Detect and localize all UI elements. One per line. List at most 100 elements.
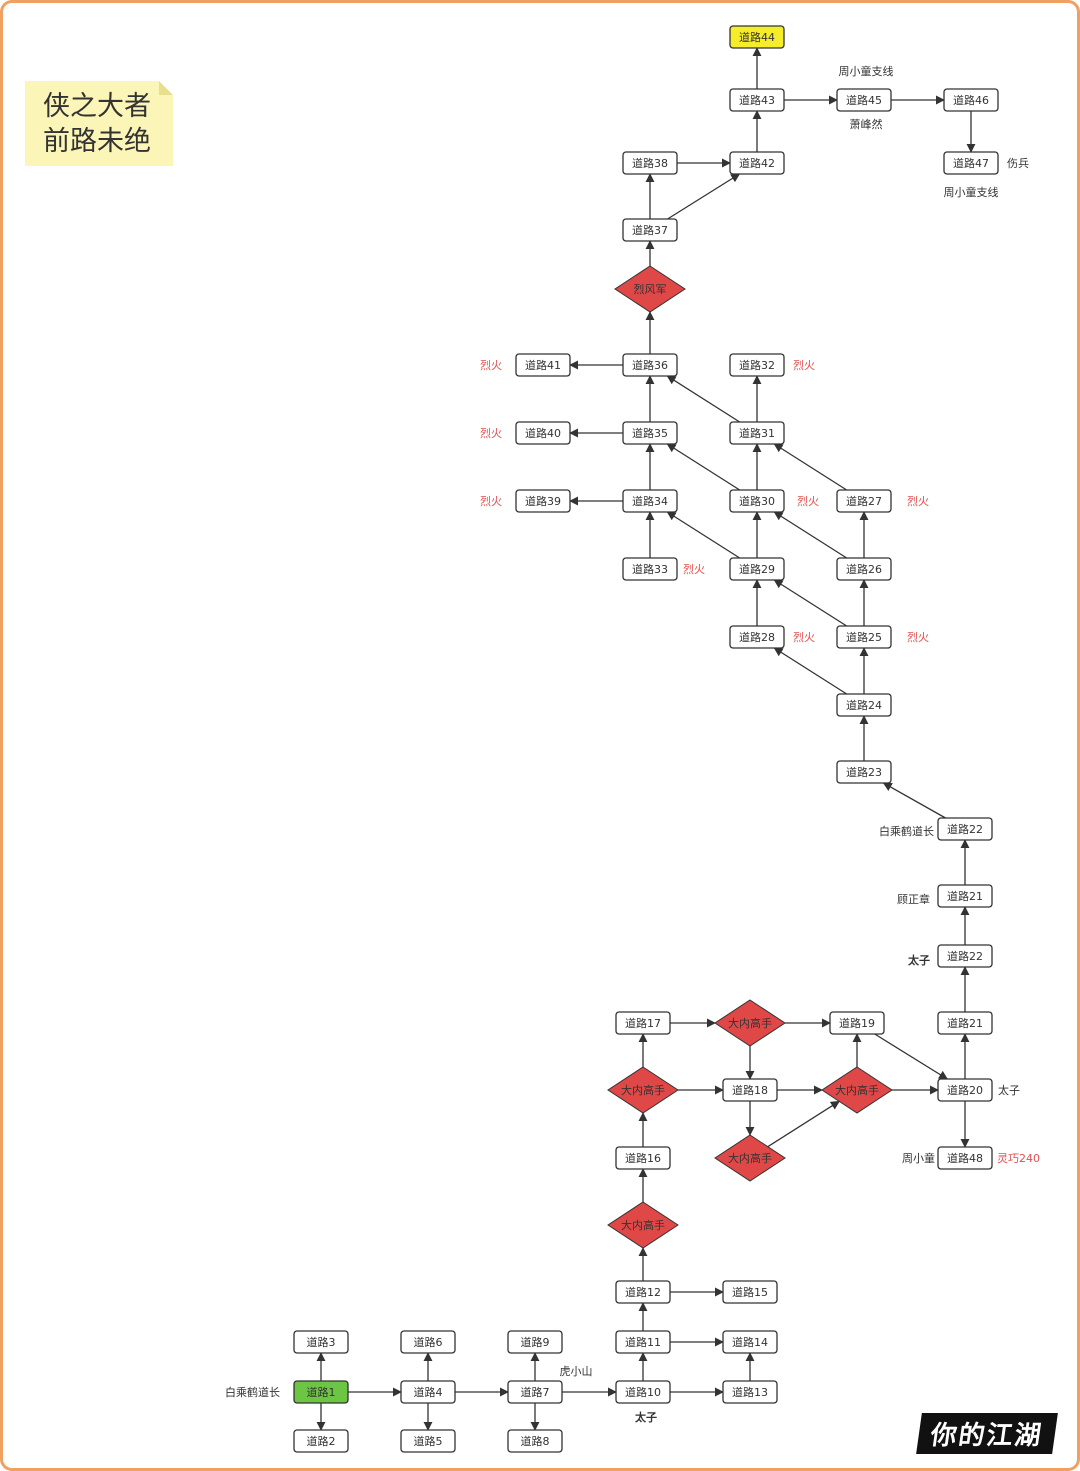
road-node[interactable]: 道路3	[293, 1330, 349, 1354]
node-label: 大内高手	[728, 1016, 772, 1030]
node-label: 道路14	[732, 1335, 768, 1349]
annotation-label: 灵巧240	[997, 1152, 1040, 1165]
edge-n24-n28	[773, 647, 848, 695]
node-label: 道路44	[739, 30, 775, 44]
road-node[interactable]: 道路30	[729, 489, 785, 513]
edge-n29-n34	[666, 511, 741, 559]
road-node[interactable]: 道路4	[400, 1380, 456, 1404]
road-node[interactable]: 道路14	[722, 1330, 778, 1354]
road-node[interactable]: 道路40	[515, 421, 571, 445]
node-label: 道路1	[307, 1385, 336, 1399]
game-logo: 你的江湖	[916, 1413, 1058, 1454]
road-node[interactable]: 道路11	[615, 1330, 671, 1354]
road-node[interactable]: 道路39	[515, 489, 571, 513]
decision-node[interactable]: 大内高手	[607, 1201, 679, 1249]
road-node[interactable]: 道路45	[836, 88, 892, 112]
road-node[interactable]: 道路17	[615, 1011, 671, 1035]
road-node[interactable]: 道路29	[729, 557, 785, 581]
road-node[interactable]: 道路6	[400, 1330, 456, 1354]
decision-node[interactable]: 大内高手	[821, 1066, 893, 1114]
road-node[interactable]: 道路38	[622, 151, 678, 175]
road-node[interactable]: 道路44	[729, 25, 785, 49]
annotation-label: 白乘鹤道长	[225, 1385, 280, 1399]
node-label: 道路19	[839, 1016, 875, 1030]
node-box	[937, 1078, 993, 1102]
road-node[interactable]: 道路5	[400, 1429, 456, 1453]
road-node[interactable]: 道路20	[937, 1078, 993, 1102]
node-label: 道路18	[732, 1083, 768, 1097]
decision-node[interactable]: 大内高手	[714, 999, 786, 1047]
node-label: 道路7	[521, 1385, 550, 1399]
annotation-label: 烈火	[480, 494, 502, 508]
node-label: 大内高手	[621, 1083, 665, 1097]
road-node[interactable]: 道路31	[729, 421, 785, 445]
road-node[interactable]: 道路18	[722, 1078, 778, 1102]
road-node[interactable]: 道路28	[729, 625, 785, 649]
road-node[interactable]: 道路35	[622, 421, 678, 445]
node-box	[722, 1380, 778, 1404]
annotation-label: 烈火	[480, 358, 502, 372]
road-node[interactable]: 道路21	[937, 884, 993, 908]
decision-node[interactable]: 大内高手	[607, 1066, 679, 1114]
road-node[interactable]: 道路9	[507, 1330, 563, 1354]
road-node[interactable]: 道路22	[937, 944, 993, 968]
road-node[interactable]: 道路7	[507, 1380, 563, 1404]
node-label: 道路38	[632, 156, 668, 170]
node-box	[729, 353, 785, 377]
road-node[interactable]: 道路23	[836, 760, 892, 784]
annotation-label: 周小童	[902, 1151, 935, 1165]
node-box	[400, 1330, 456, 1354]
decision-node[interactable]: 大内高手	[714, 1134, 786, 1182]
node-label: 道路35	[632, 426, 668, 440]
road-node[interactable]: 道路10	[615, 1380, 671, 1404]
road-node[interactable]: 道路43	[729, 88, 785, 112]
edge-dD-dC	[767, 1100, 840, 1148]
node-label: 道路32	[739, 358, 775, 372]
node-label: 道路34	[632, 494, 668, 508]
road-node[interactable]: 道路19	[829, 1011, 885, 1035]
node-box	[615, 1146, 671, 1170]
road-node[interactable]: 道路22	[937, 817, 993, 841]
road-node[interactable]: 道路37	[622, 218, 678, 242]
annotation-label: 伤兵	[1007, 157, 1029, 170]
road-node[interactable]: 道路1	[293, 1380, 349, 1404]
decision-node[interactable]: 烈风军	[614, 265, 686, 313]
road-node[interactable]: 道路15	[722, 1280, 778, 1304]
node-box	[937, 944, 993, 968]
road-node[interactable]: 道路46	[943, 88, 999, 112]
road-node[interactable]: 道路26	[836, 557, 892, 581]
sticky-note: 侠之大者 前路未绝	[25, 81, 173, 166]
road-node[interactable]: 道路24	[836, 693, 892, 717]
road-node[interactable]: 道路34	[622, 489, 678, 513]
road-node[interactable]: 道路27	[836, 489, 892, 513]
node-label: 道路17	[625, 1016, 661, 1030]
node-box	[507, 1330, 563, 1354]
node-box	[729, 557, 785, 581]
road-node[interactable]: 道路47	[943, 151, 999, 175]
node-label: 道路46	[953, 93, 989, 107]
annotation-label: 虎小山	[560, 1365, 593, 1378]
road-node[interactable]: 道路16	[615, 1146, 671, 1170]
node-label: 道路16	[625, 1151, 661, 1165]
node-box	[836, 88, 892, 112]
road-node[interactable]: 道路21	[937, 1011, 993, 1035]
node-box	[622, 489, 678, 513]
road-node[interactable]: 道路32	[729, 353, 785, 377]
road-node[interactable]: 道路8	[507, 1429, 563, 1453]
road-node[interactable]: 道路42	[729, 151, 785, 175]
road-node[interactable]: 道路41	[515, 353, 571, 377]
node-box	[943, 88, 999, 112]
road-node[interactable]: 道路2	[293, 1429, 349, 1453]
road-node[interactable]: 道路25	[836, 625, 892, 649]
edge-n27-n31	[773, 443, 848, 491]
annotation-label: 萧峰然	[850, 117, 883, 131]
edge-n19-n20	[874, 1033, 949, 1080]
road-node[interactable]: 道路36	[622, 353, 678, 377]
road-node[interactable]: 道路13	[722, 1380, 778, 1404]
road-node[interactable]: 道路48	[937, 1146, 993, 1170]
node-label: 道路40	[525, 426, 561, 440]
node-label: 道路11	[625, 1335, 661, 1349]
road-node[interactable]: 道路33	[622, 557, 678, 581]
road-node[interactable]: 道路12	[615, 1280, 671, 1304]
